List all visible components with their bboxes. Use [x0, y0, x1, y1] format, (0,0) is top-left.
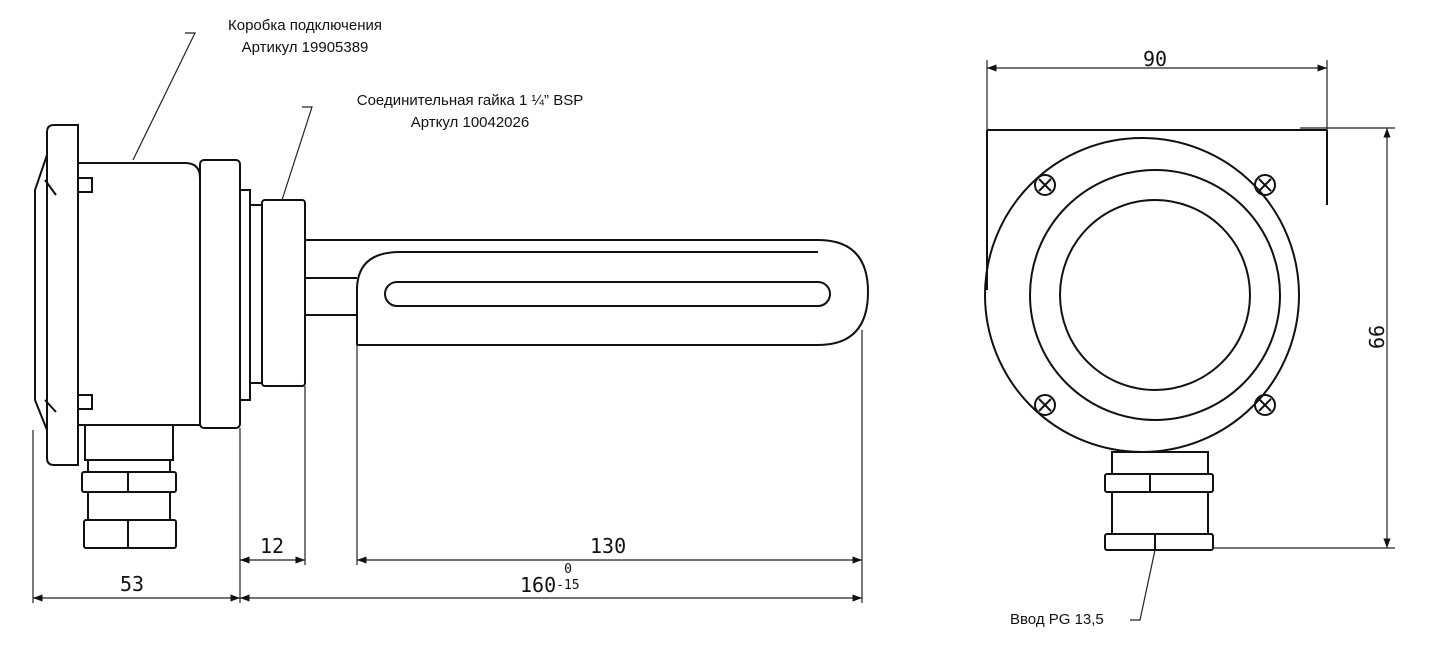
screws: [1034, 174, 1276, 416]
second-flange: [199, 159, 241, 429]
inner-opening: [1059, 199, 1251, 391]
element-slot: [384, 281, 831, 307]
cable-gland: [83, 519, 177, 549]
side-view: [32, 32, 870, 603]
cable-entry-label: Ввод PG 13,5: [1010, 611, 1104, 628]
tol-upper: 0: [564, 562, 572, 577]
dim-90: 90: [1143, 47, 1168, 71]
dim-160-value: 160: [520, 573, 557, 597]
nut: [261, 199, 306, 387]
junction-box-article: Артикул 19905389: [241, 39, 369, 56]
dim-53: 53: [120, 572, 145, 596]
nut-article: Арткул 10042026: [410, 114, 530, 131]
nut-label: Соединительная гайка 1 ¼” BSP Арткул 100…: [315, 90, 625, 134]
dim-160: 160 0 -15: [520, 562, 586, 597]
outer-flange: [984, 137, 1300, 453]
dim-12: 12: [260, 534, 285, 558]
cover-taper: [34, 154, 48, 431]
nut-name: Соединительная гайка 1 ¼” BSP: [356, 92, 584, 109]
dim-99: 99: [1364, 325, 1388, 350]
dim-130: 130: [590, 534, 627, 558]
front-view: [984, 60, 1395, 621]
tol-lower: -15: [556, 578, 580, 593]
box-body: [78, 162, 201, 426]
element-outer: [305, 239, 870, 346]
junction-box-label: Коробка подключения Артикул 19905389: [200, 15, 410, 59]
flange-plate: [46, 124, 79, 466]
junction-box-name: Коробка подключения: [228, 17, 382, 34]
